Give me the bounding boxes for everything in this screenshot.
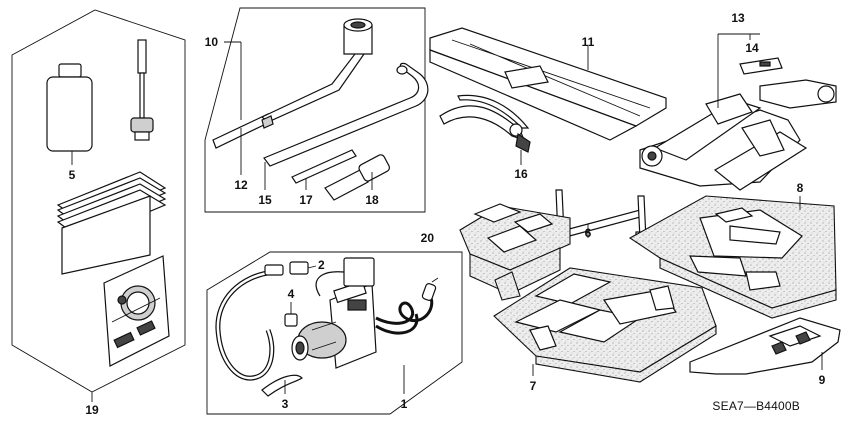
jack-tray bbox=[459, 203, 571, 301]
drawing-code: SEA7—B4400B bbox=[712, 399, 800, 413]
screwdriver-handle bbox=[324, 154, 391, 201]
callout-8: 8 bbox=[797, 181, 804, 195]
callout-18: 18 bbox=[365, 193, 379, 207]
callout-6: 6 bbox=[585, 226, 592, 240]
valve-cap bbox=[284, 302, 298, 327]
callout-20: 20 bbox=[421, 231, 435, 245]
compressor-kit-box-1 bbox=[206, 251, 463, 415]
callout-14: 14 bbox=[745, 41, 759, 55]
jack-label bbox=[739, 57, 783, 75]
callout-2: 2 bbox=[318, 258, 325, 272]
callout-11: 11 bbox=[582, 35, 595, 49]
spare-tire-foam-lower bbox=[493, 267, 717, 383]
valve-core-tool bbox=[130, 39, 154, 141]
tool-holder-bracket bbox=[689, 317, 841, 375]
callout-7: 7 bbox=[530, 379, 537, 393]
valve-adapter bbox=[289, 261, 317, 275]
callout-3: 3 bbox=[282, 397, 289, 411]
jack-handle bbox=[263, 62, 429, 190]
instruction-booklets bbox=[56, 171, 167, 275]
callout-13: 13 bbox=[731, 11, 745, 25]
kit-box-19 bbox=[11, 9, 186, 402]
instruction-card bbox=[103, 255, 170, 367]
pliers bbox=[439, 94, 531, 165]
cord-clip bbox=[261, 374, 303, 397]
callout-17: 17 bbox=[299, 193, 313, 207]
callout-16: 16 bbox=[514, 167, 528, 181]
tool-kit-box-10 bbox=[204, 7, 426, 213]
tool-bag bbox=[429, 27, 667, 141]
callout-1: 1 bbox=[401, 397, 408, 411]
callout-12: 12 bbox=[234, 178, 248, 192]
callout-15: 15 bbox=[258, 193, 272, 207]
screwdriver-shaft bbox=[291, 149, 357, 190]
air-hose bbox=[215, 264, 284, 381]
power-cord bbox=[375, 277, 439, 335]
spare-tire-foam-upper bbox=[628, 195, 837, 319]
callout-5: 5 bbox=[69, 168, 76, 182]
callout-9: 9 bbox=[819, 373, 826, 387]
callout-19: 19 bbox=[85, 403, 99, 417]
air-compressor bbox=[291, 257, 377, 369]
callout-10: 10 bbox=[205, 35, 219, 49]
sealant-bottle bbox=[46, 63, 93, 165]
callout-4: 4 bbox=[288, 287, 295, 301]
lug-wrench bbox=[212, 18, 373, 175]
scissor-jack bbox=[639, 33, 837, 191]
